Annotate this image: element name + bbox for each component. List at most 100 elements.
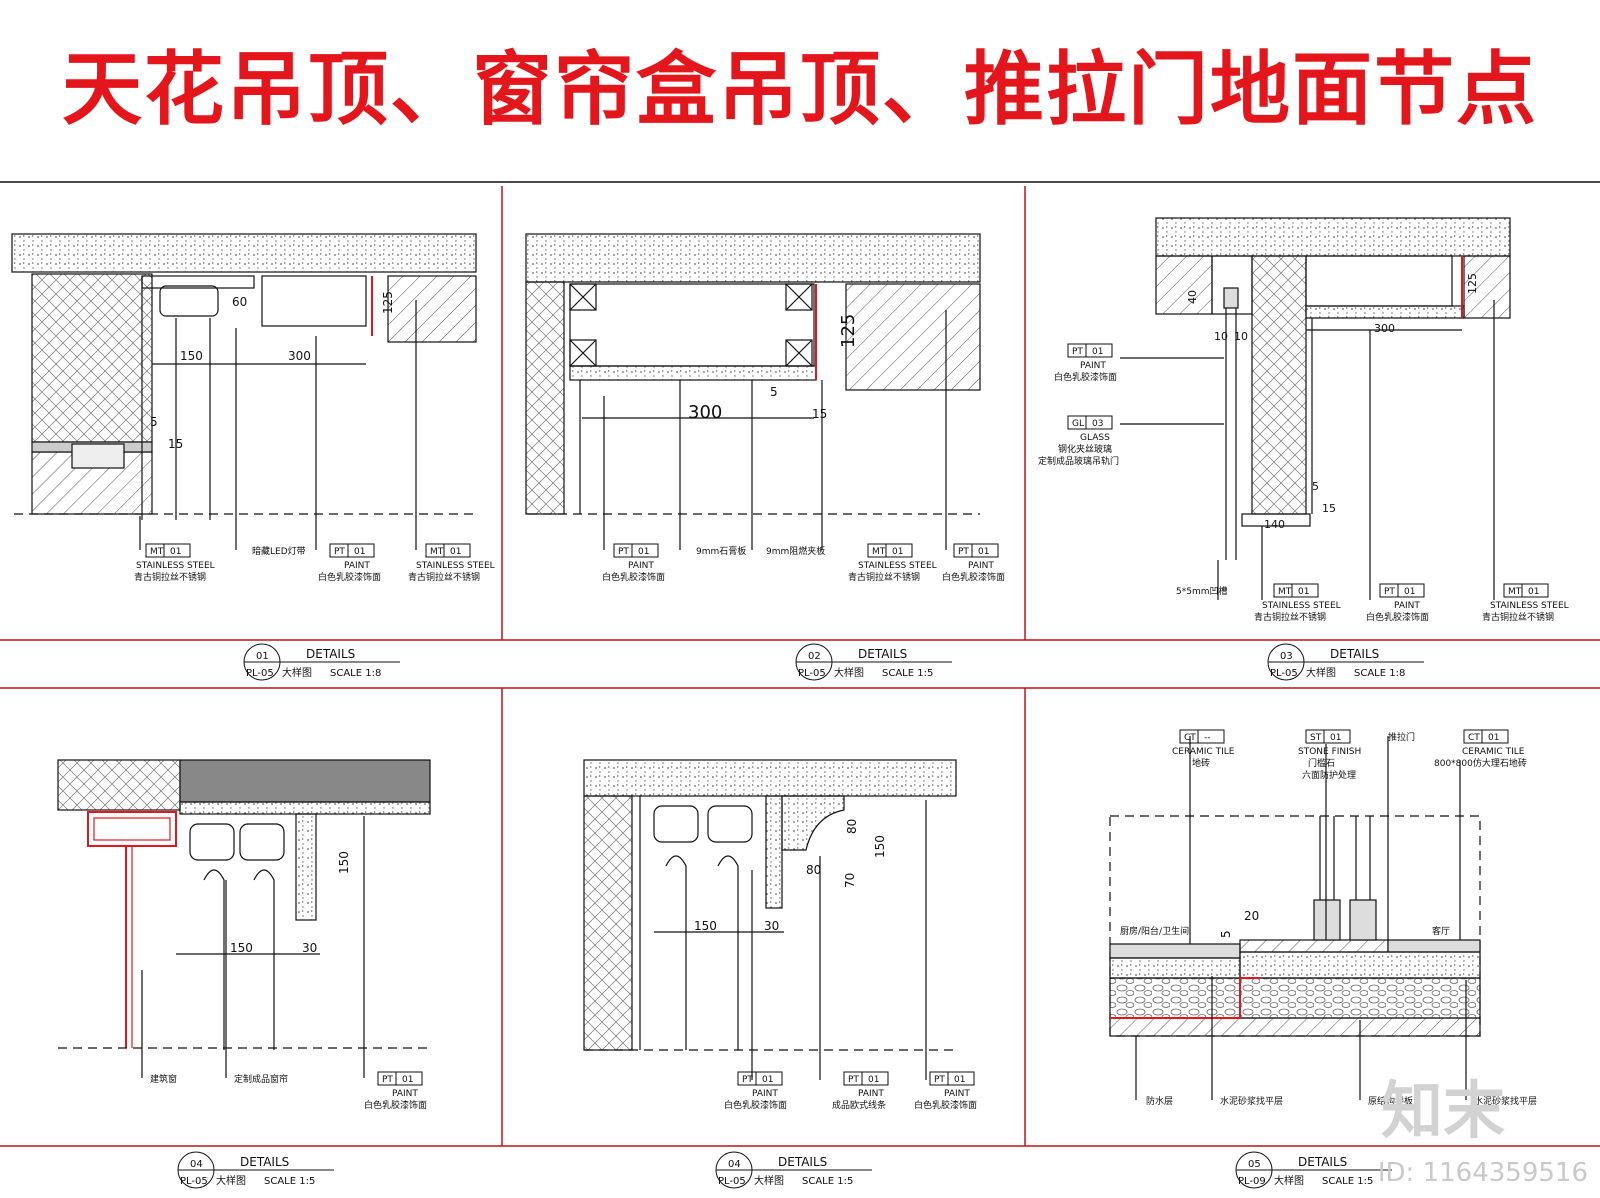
dim-label: 300 <box>688 402 722 423</box>
tag-scale: SCALE 1:5 <box>264 1176 315 1187</box>
callout-material: PAINT <box>968 561 994 571</box>
callout-code: PT <box>1072 347 1083 357</box>
callout-desc: 推拉门 <box>1388 731 1415 743</box>
callout-num: 01 <box>638 547 649 557</box>
callout-desc: 白色乳胶漆饰面 <box>1366 611 1429 623</box>
callout-code: GL <box>1072 419 1084 429</box>
detail-03-dims: 40 125 300 10 10 5 15 140 <box>1186 273 1479 531</box>
callout-desc: 青古铜拉丝不锈钢 <box>1482 611 1554 623</box>
tag-scale: SCALE 1:5 <box>882 668 933 679</box>
callout-material: PAINT <box>858 1089 884 1099</box>
detail-tag-05: 05 PL-09 DETAILS 大样图 SCALE 1:5 <box>1235 1151 1392 1189</box>
callout-desc: 青古铜拉丝不锈钢 <box>1254 611 1326 623</box>
tag-sheet: PL-05 <box>246 668 274 679</box>
callout-material: STONE FINISH <box>1298 747 1361 757</box>
callout-num: 01 <box>762 1075 773 1085</box>
tag-title: DETAILS <box>858 647 907 661</box>
detail-01-drawing <box>11 233 477 550</box>
tag-number: 04 <box>728 1159 741 1170</box>
dim-label: 150 <box>230 941 253 955</box>
tag-sheet: PL-09 <box>1238 1176 1266 1187</box>
dim-label: 140 <box>1264 518 1285 531</box>
callout-desc: 白色乳胶漆饰面 <box>364 1099 427 1111</box>
floor-label: 厨房/阳台/卫生间 <box>1120 925 1189 937</box>
callout-num: 01 <box>1092 347 1103 357</box>
callout-material: GLASS <box>1080 433 1110 443</box>
detail-04b-dims: 80 80 150 70 150 30 <box>694 819 887 933</box>
tag-number: 05 <box>1248 1159 1261 1170</box>
detail-tag-04: 04 PL-05 DETAILS 大样图 SCALE 1:5 <box>177 1151 334 1189</box>
callout-num: 01 <box>450 547 461 557</box>
callout-material: PAINT <box>1394 601 1420 611</box>
dim-label: 5 <box>150 415 158 429</box>
detail-02-drawing <box>525 233 981 550</box>
tag-title: DETAILS <box>1330 647 1379 661</box>
callout-desc: 白色乳胶漆饰面 <box>318 571 381 583</box>
dim-label: 20 <box>1244 909 1259 923</box>
tag-scale: SCALE 1:8 <box>330 668 381 679</box>
dim-label: 300 <box>1374 322 1395 335</box>
callout-material: PAINT <box>628 561 654 571</box>
callout-code: ST <box>1310 733 1322 743</box>
callout-num: 01 <box>1404 587 1415 597</box>
callout-material: STAINLESS STEEL <box>136 561 215 571</box>
callout-desc: 白色乳胶漆饰面 <box>914 1099 977 1111</box>
callout-desc: 定制成品玻璃吊轨门 <box>1038 455 1119 467</box>
callout-material: STAINLESS STEEL <box>1262 601 1341 611</box>
callout-num: 01 <box>170 547 181 557</box>
dim-label: 15 <box>168 437 183 451</box>
callout-desc: 钢化夹丝玻璃 <box>1058 443 1112 455</box>
tag-title-cn: 大样图 <box>834 666 864 679</box>
callout-code: PT <box>382 1075 393 1085</box>
detail-04b-drawing <box>583 759 957 1080</box>
callout-desc: 9mm阻燃夹板 <box>766 545 825 557</box>
detail-tags: 01 PL-05 DETAILS 大样图 SCALE 1:8 02 PL-05 … <box>177 643 1424 1189</box>
dim-label: 150 <box>694 919 717 933</box>
callout-code: PT <box>1384 587 1395 597</box>
callout-material: PAINT <box>1080 361 1106 371</box>
detail-03-callouts: PT 01 PAINT 白色乳胶漆饰面 GL 03 GLASS 钢化夹丝玻璃 定制成… <box>1038 343 1569 623</box>
callout-material: PAINT <box>344 561 370 571</box>
dim-label: 150 <box>873 835 887 858</box>
callout-num: 01 <box>868 1075 879 1085</box>
callout-desc: 定制成品窗帘 <box>234 1073 288 1085</box>
dim-label: 5 <box>770 385 778 399</box>
dim-label: 150 <box>180 349 203 363</box>
dim-label: 30 <box>302 941 317 955</box>
callout-code: PT <box>848 1075 859 1085</box>
watermark-id: ID: 1164359516 <box>1377 1158 1588 1188</box>
layer-label: 水泥砂浆找平层 <box>1474 1095 1537 1107</box>
dim-label: 300 <box>288 349 311 363</box>
callout-code: PT <box>958 547 969 557</box>
dim-label: 5 <box>1219 930 1233 938</box>
page-title: 天花吊顶、窗帘盒吊顶、推拉门地面节点 <box>62 43 1538 136</box>
sheet-frame <box>0 181 1600 1147</box>
callout-num: 03 <box>1092 419 1103 429</box>
dim-label: 80 <box>845 819 859 834</box>
callout-code: MT <box>1508 587 1522 597</box>
detail-tag-04b: 04 PL-05 DETAILS 大样图 SCALE 1:5 <box>715 1151 872 1189</box>
callout-desc: 青古铜拉丝不锈钢 <box>134 571 206 583</box>
callout-desc: 800*800仿大理石地砖 <box>1434 757 1527 769</box>
callout-code: MT <box>150 547 164 557</box>
callout-desc: 门槛石 <box>1308 757 1335 769</box>
tag-scale: SCALE 1:8 <box>1354 668 1405 679</box>
callout-num: 01 <box>1298 587 1309 597</box>
callout-num: 01 <box>978 547 989 557</box>
tag-number: 03 <box>1280 651 1293 662</box>
floor-label: 客厅 <box>1432 925 1450 937</box>
callout-code: MT <box>430 547 444 557</box>
callout-desc: 地砖 <box>1192 757 1210 769</box>
callout-desc: 5*5mm凹槽 <box>1176 585 1228 597</box>
tag-number: 01 <box>256 651 269 662</box>
callout-code: CT <box>1468 733 1480 743</box>
callout-code: MT <box>872 547 886 557</box>
callout-desc: 白色乳胶漆饰面 <box>724 1099 787 1111</box>
callout-code: PT <box>742 1075 753 1085</box>
tag-title: DETAILS <box>306 647 355 661</box>
callout-code: MT <box>1278 587 1292 597</box>
